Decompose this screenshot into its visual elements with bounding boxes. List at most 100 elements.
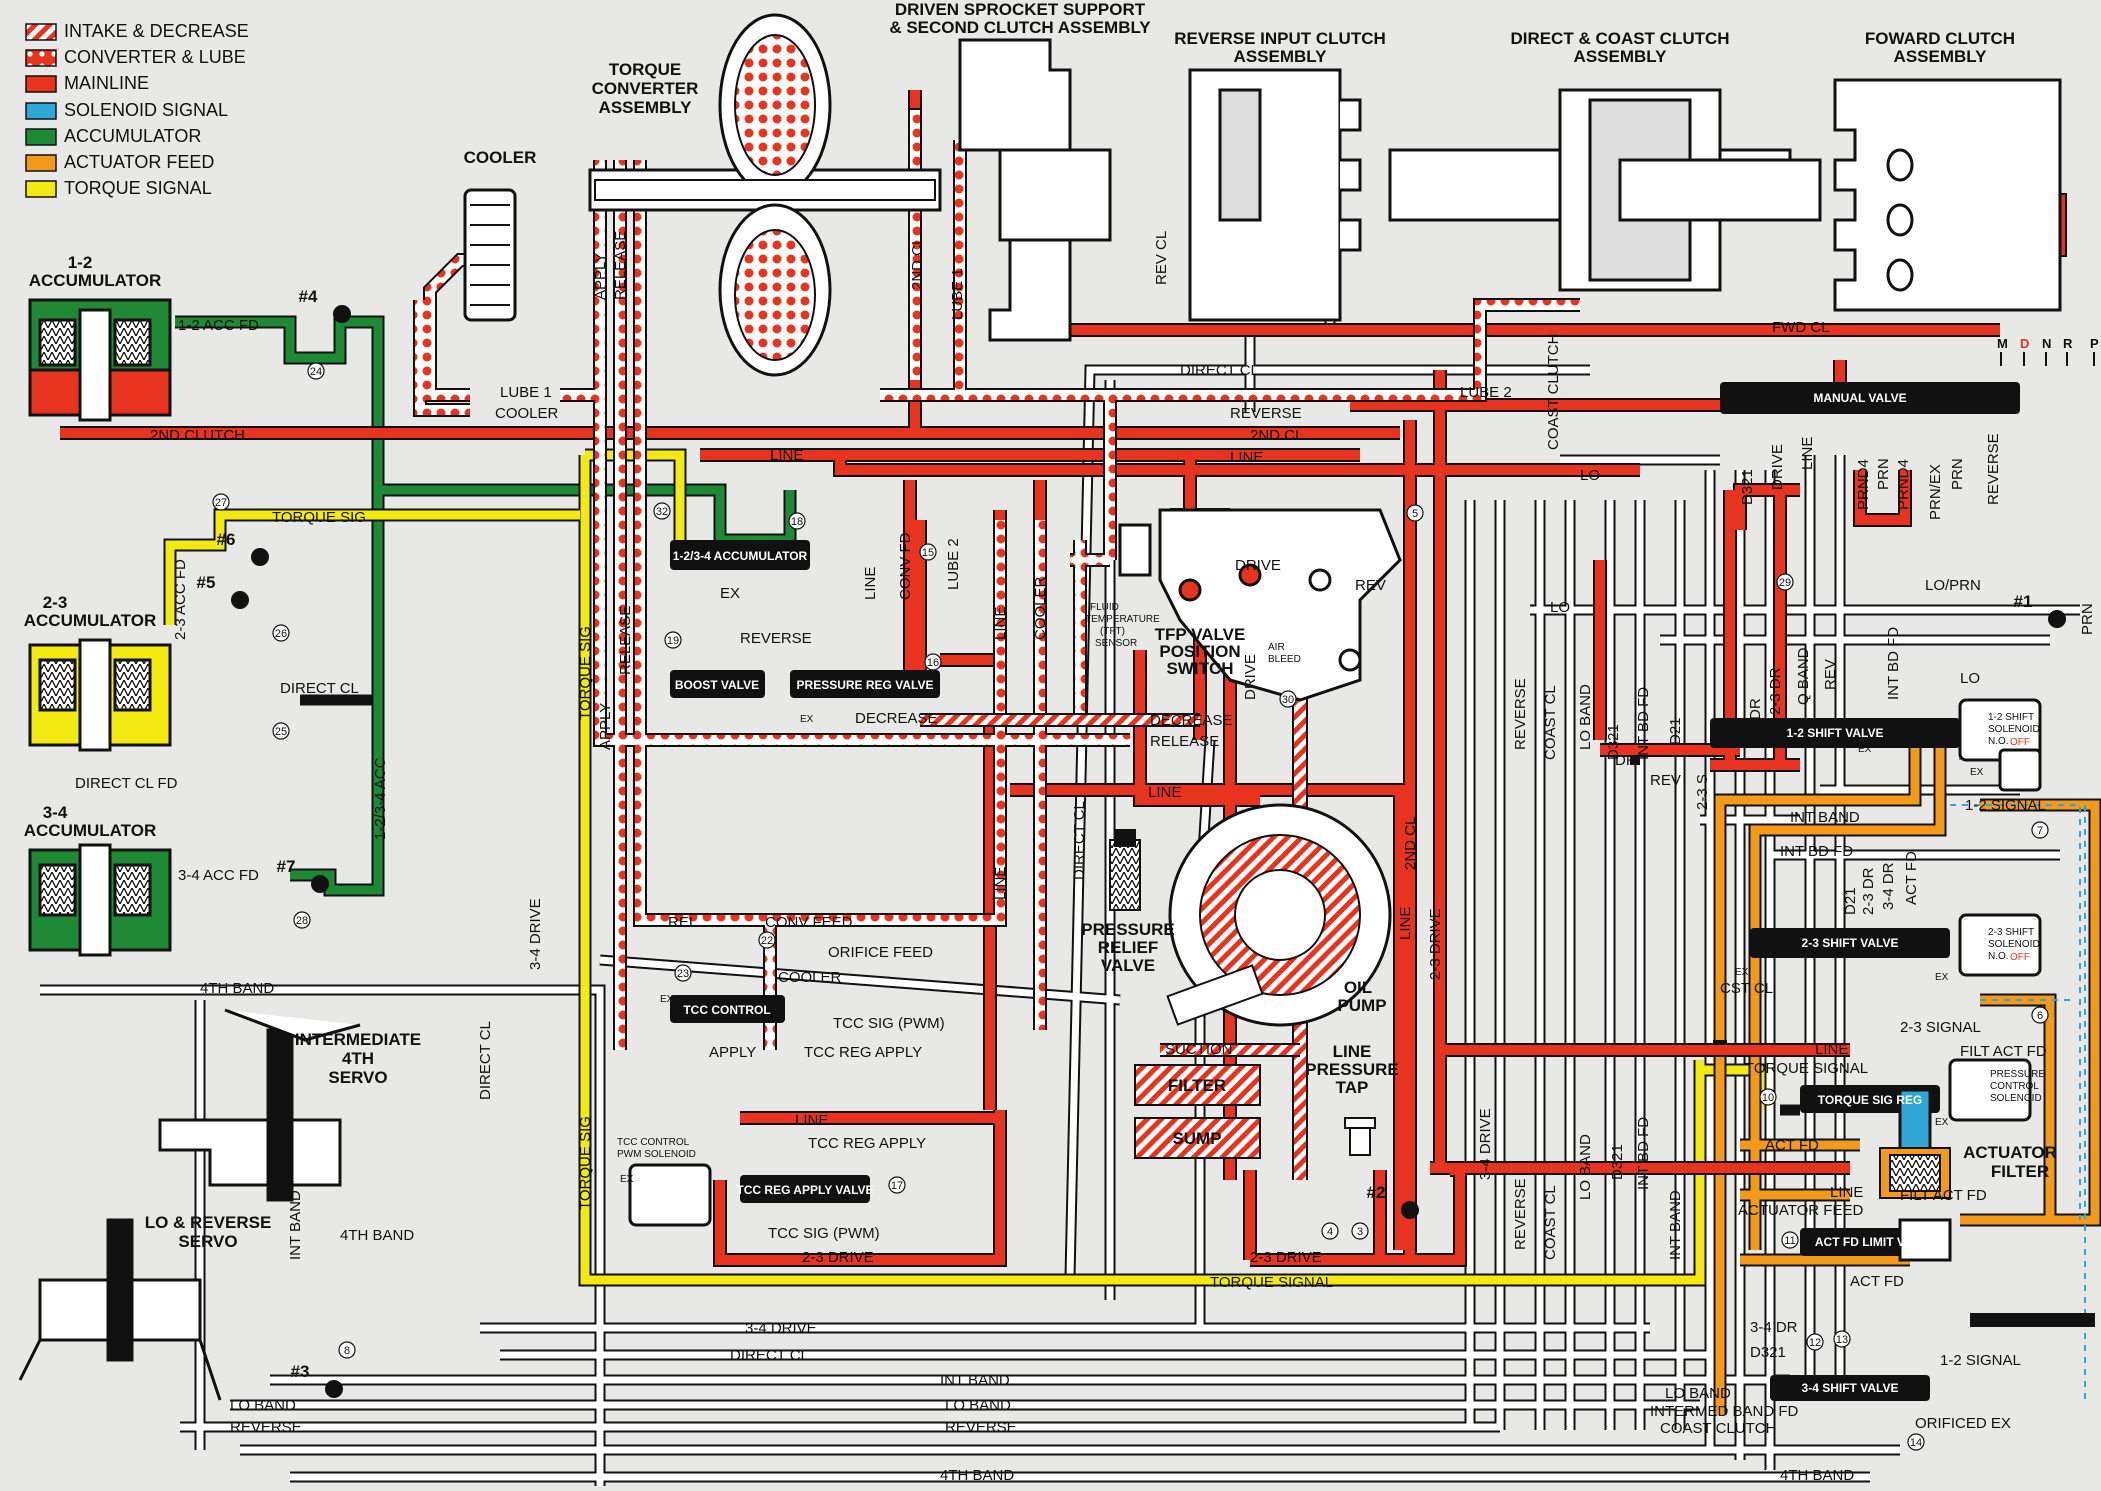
lbl-prn-2: PRN — [1949, 458, 1966, 490]
lbl-coast-cl-v2: COAST CL — [1542, 1185, 1559, 1260]
shift12-label: 1-2 SHIFT VALVE — [1787, 726, 1884, 740]
lbl-acc23-fd: 2-3 ACC FD — [172, 559, 189, 640]
lbl-d321-top: D321 — [1739, 469, 1756, 505]
gear-p: P — [2090, 336, 2099, 351]
lbl-23drive-v: 2-3 DRIVE — [1427, 908, 1444, 980]
lbl-line-5: LINE — [1815, 1041, 1848, 1058]
ex-9: EX — [1935, 1117, 1949, 1128]
forward-title-2: ASSEMBLY — [1894, 47, 1988, 66]
checkballs: #1#2#3#4#5#6#7 — [197, 287, 2066, 1398]
lbl-prn-ex: PRN/EX — [1927, 464, 1944, 520]
lbl-int-bd-fd: INT BD FD — [1780, 843, 1853, 860]
lbl-2nd-cl-v: 2ND CL — [909, 237, 926, 290]
int-servo-title-1: INTERMEDIATE — [295, 1030, 421, 1049]
tft-2: TEMPERATURE — [1085, 614, 1160, 625]
lbl-direct-cl-top: DIRECT CL — [1180, 362, 1259, 379]
filter-sump-drawing — [1134, 1064, 1261, 1159]
lbl-rel: REL — [668, 914, 697, 931]
tfp-title-2: POSITION — [1159, 642, 1240, 661]
acc23-title-1: 2-3 — [43, 593, 68, 612]
lbl-cooler-v: COOLER — [1032, 576, 1049, 640]
legend-label-5: ACTUATOR FEED — [64, 152, 214, 172]
lbl-34drive-h: 3-4 DRIVE — [745, 1320, 817, 1337]
legend-swatch-2 — [25, 75, 57, 93]
lbl-line-1: LINE — [770, 447, 803, 464]
lbl-int-band-v: INT BAND — [287, 1190, 304, 1260]
driven-title-1: DRIVEN SPROCKET SUPPORT — [895, 0, 1146, 19]
lbl-line-v2: LINE — [992, 607, 1009, 640]
lbl-lube1: LUBE 1 — [500, 384, 552, 401]
valve-labels: MANUAL VALVE 1-2 SHIFT VALVE 2-3 SHIFT V… — [673, 391, 1935, 1395]
lbl-conv-feed: CONV FEED — [765, 914, 853, 931]
lbl-d21-v2: D21 — [1842, 887, 1859, 915]
driven-sprocket-drawing — [958, 38, 1112, 342]
lbl-int-band-r: INT BAND — [1790, 809, 1860, 826]
direct-coast-title-1: DIRECT & COAST CLUTCH — [1510, 29, 1729, 48]
lbl-rev-r: REV — [1650, 772, 1681, 789]
tcc-control-label: TCC CONTROL — [683, 1003, 770, 1017]
orifice-11 — [1781, 1231, 1799, 1249]
lbl-torque-sig-v2: TORQUE SIG — [577, 1116, 594, 1210]
orifice-label-11: 11 — [1784, 1235, 1795, 1247]
lbl-int-bd-fd-top: INT BD FD — [1885, 627, 1902, 700]
lbl-lube2-v: LUBE 2 — [945, 538, 962, 590]
int-servo-title-2: 4TH — [342, 1049, 374, 1068]
lbl-34drive-v: 3-4 DRIVE — [527, 898, 544, 970]
lbl-4th-band-1: 4TH BAND — [200, 980, 274, 997]
rev-input-title-2: ASSEMBLY — [1234, 47, 1328, 66]
orifice-18 — [788, 512, 806, 530]
lbl-acc34-fd: 3-4 ACC FD — [178, 867, 259, 884]
direct-coast-title-2: ASSEMBLY — [1574, 47, 1668, 66]
shift34-label: 3-4 SHIFT VALVE — [1802, 1381, 1899, 1395]
orifice-7 — [2031, 821, 2049, 839]
lbl-2nd-clutch: 2ND CLUTCH — [150, 427, 245, 444]
pcs-1: PRESSURE — [1990, 1069, 2045, 1080]
air-bleed-2: BLEED — [1268, 654, 1301, 665]
checkball-label-4: #4 — [299, 287, 318, 306]
lbl-torque-signal: TORQUE SIGNAL — [1210, 1274, 1333, 1291]
legend-swatch-3 — [25, 102, 57, 120]
checkball-1 — [2048, 610, 2066, 628]
orifice-label-4: 4 — [1327, 1226, 1333, 1238]
lbl-12signal-b: 1-2 SIGNAL — [1940, 1352, 2021, 1369]
lbl-reverse-v2: REVERSE — [1512, 1178, 1529, 1250]
lbl-line-v1: LINE — [862, 567, 879, 600]
tft-1: FLUID — [1090, 602, 1119, 613]
lbl-tcc-reg-apply-1: TCC REG APPLY — [804, 1044, 922, 1061]
lbl-fwd-cl: FWD CL — [1772, 319, 1830, 336]
tfp-title-3: SWITCH — [1166, 659, 1233, 678]
lorev-title-2: SERVO — [178, 1232, 237, 1251]
lbl-line-3: LINE — [1148, 784, 1181, 801]
lbl-direct-cl-1: DIRECT CL — [280, 680, 359, 697]
lbl-int-band-h: INT BAND — [940, 1372, 1010, 1389]
orifice-15 — [919, 543, 937, 561]
lbl-line-6: LINE — [1830, 1184, 1863, 1201]
lbl-apply-v2: APPLY — [597, 703, 614, 750]
acc1234-label: 1-2/3-4 ACCUMULATOR — [673, 549, 808, 563]
orifice-4 — [1321, 1222, 1339, 1240]
orifice-16 — [924, 653, 942, 671]
tc-title-2: CONVERTER — [592, 79, 699, 98]
orifice-32 — [653, 502, 671, 520]
orifice-30 — [1279, 690, 1297, 708]
lbl-d321-h: D321 — [1750, 1344, 1786, 1361]
torque-signal-passages — [163, 448, 1767, 1287]
act-fd-limit-label: ACT FD LIMIT VALVE — [1815, 1235, 1935, 1249]
gear-m: M — [1997, 336, 2008, 351]
acc34-drawing — [28, 843, 172, 957]
lbl-rev: REV — [1355, 577, 1386, 594]
orifice-label-25: 25 — [275, 726, 287, 738]
tft-4: SENSOR — [1095, 638, 1137, 649]
checkball-label-3: #3 — [291, 1362, 310, 1381]
prv-title-3: VALVE — [1101, 956, 1155, 975]
tap-title-1: LINE — [1333, 1042, 1372, 1061]
lbl-s23: 2-3 S — [1694, 774, 1711, 810]
lbl-torque-sig: TORQUE SIG — [272, 509, 366, 526]
checkball-4 — [333, 305, 351, 323]
manual-valve-label: MANUAL VALVE — [1813, 391, 1906, 405]
orifice-19 — [664, 631, 682, 649]
lbl-direct-cl-fd: DIRECT CL FD — [75, 775, 178, 792]
lbl-12signal: 1-2 SIGNAL — [1965, 797, 2046, 814]
lbl-line-4: LINE — [795, 1112, 828, 1129]
